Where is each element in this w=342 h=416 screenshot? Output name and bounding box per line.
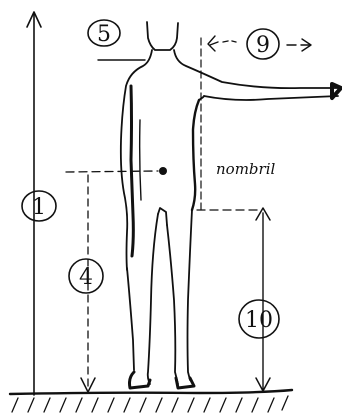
label-10: 10	[245, 308, 273, 333]
label-4-marker: 4	[68, 258, 104, 294]
ground-line	[8, 388, 294, 413]
label-1-marker: 1	[21, 190, 57, 222]
label-5: 5	[97, 22, 111, 47]
label-5-marker: 5	[87, 19, 121, 47]
label-1: 1	[32, 195, 46, 220]
navel-level-line	[65, 170, 159, 173]
label-9-marker: 9	[246, 28, 280, 60]
arm-width-arrow	[207, 35, 312, 52]
navel-label: nombril	[216, 160, 275, 178]
height-measure-arrow	[26, 11, 42, 396]
label-4: 4	[79, 265, 93, 290]
label-9: 9	[256, 33, 270, 58]
human-figure	[119, 21, 342, 390]
navel-point	[159, 167, 167, 175]
label-10-marker: 10	[238, 299, 280, 339]
